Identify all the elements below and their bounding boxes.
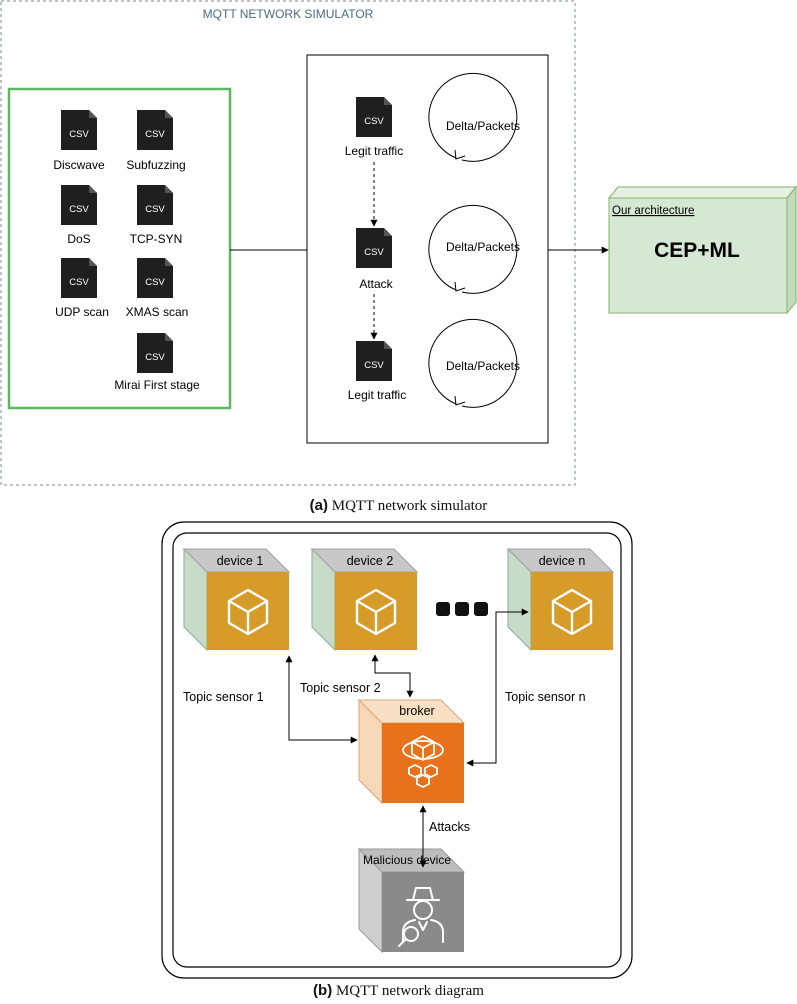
csv-icon-mirai: CSV: [137, 333, 173, 373]
dataset-label-subfuzzing: Subfuzzing: [126, 158, 185, 172]
sequence-label-attack: Attack: [359, 277, 393, 291]
csv-icon-text: CSV: [145, 277, 165, 288]
dataset-label-tcp-syn: TCP-SYN: [130, 232, 183, 246]
csv-icon-text: CSV: [145, 204, 165, 215]
loop-arrowhead: [454, 281, 466, 292]
architecture-label: CEP+ML: [654, 239, 740, 262]
csv-icon-text: CSV: [69, 204, 89, 215]
loop-label: Delta/Packets: [446, 119, 520, 133]
sequence-label-legit-1: Legit traffic: [345, 144, 403, 158]
dataset-label-discwave: Discwave: [53, 158, 105, 172]
csv-icon-text: CSV: [69, 277, 89, 288]
dataset-label-udp-scan: UDP scan: [55, 305, 109, 319]
dataset-box: [7, 87, 232, 410]
topic-sensor-1-label: Topic sensor 1: [183, 690, 264, 704]
caption-b: (b) MQTT network diagram: [0, 982, 797, 1000]
network-inner-frame: [172, 532, 622, 968]
csv-icon-subfuzzing: CSV: [137, 110, 173, 150]
caption-a-text: MQTT network simulator: [331, 498, 488, 514]
loop-label: Delta/Packets: [446, 240, 520, 254]
csv-icon-text: CSV: [145, 129, 165, 140]
device-1-node: device 1: [182, 547, 291, 652]
device-2-label: device 2: [347, 554, 394, 568]
more-devices-indicator: [436, 602, 488, 616]
device-1-label: device 1: [217, 554, 264, 568]
simulator-panel: MQTT NETWORK SIMULATOR CSV Discwave CSV …: [0, 0, 797, 486]
csv-icon-legit-1: CSV: [356, 97, 392, 137]
device-n-broker-link: [466, 608, 529, 767]
loop-circle: [428, 204, 518, 294]
csv-icon-text: CSV: [364, 247, 384, 258]
malicious-device-node: Malicious device: [357, 847, 466, 954]
csv-icon-text: CSV: [145, 352, 165, 363]
dataset-label-dos: DoS: [67, 232, 90, 246]
dataset-label-mirai: Mirai First stage: [114, 378, 200, 392]
caption-b-tag: (b): [313, 982, 333, 999]
broker-node: broker: [357, 698, 466, 805]
broker-label: broker: [399, 704, 434, 718]
loop-circle: [428, 318, 518, 408]
attacks-label: Attacks: [429, 820, 470, 834]
device-1-broker-link: [285, 655, 358, 744]
sequence-box: [306, 54, 549, 444]
device-n-label: device n: [539, 554, 586, 568]
device-2-node: device 2: [310, 547, 419, 652]
topic-sensor-2-label: Topic sensor 2: [300, 681, 381, 695]
simulator-frame: [0, 0, 576, 486]
loop-arrowhead: [454, 149, 466, 160]
dataset-label-xmas-scan: XMAS scan: [126, 305, 189, 319]
architecture-header: Our architecture: [612, 205, 694, 217]
caption-a: (a) MQTT network simulator: [0, 497, 797, 515]
csv-icon-attack: CSV: [356, 228, 392, 268]
loop-arrowhead: [454, 395, 466, 406]
network-panel: device 1 device 2 device n: [161, 521, 633, 979]
csv-icon-discwave: CSV: [61, 110, 97, 150]
architecture-box: Our architecture CEP+ML: [607, 185, 797, 315]
device-2-broker-link: [371, 654, 414, 698]
topic-sensor-n-label: Topic sensor n: [505, 690, 586, 704]
csv-icon-tcp-syn: CSV: [137, 185, 173, 225]
delta-loop-1: Delta/Packets: [428, 72, 520, 162]
csv-icon-text: CSV: [364, 360, 384, 371]
delta-loop-3: Delta/Packets: [428, 318, 520, 408]
delta-loop-2: Delta/Packets: [428, 204, 520, 294]
spy-icon: [398, 887, 444, 947]
csv-icon-xmas-scan: CSV: [137, 258, 173, 298]
sequence-label-legit-2: Legit traffic: [348, 388, 406, 402]
csv-icon-dos: CSV: [61, 185, 97, 225]
csv-icon-udp-scan: CSV: [61, 258, 97, 298]
csv-icon-text: CSV: [69, 129, 89, 140]
simulator-title: MQTT NETWORK SIMULATOR: [203, 7, 374, 21]
device-n-node: device n: [506, 547, 615, 652]
network-outer-frame: [161, 521, 633, 979]
caption-a-tag: (a): [309, 497, 329, 514]
csv-icon-text: CSV: [364, 116, 384, 127]
caption-b-text: MQTT network diagram: [335, 983, 484, 999]
loop-label: Delta/Packets: [446, 359, 520, 373]
loop-circle: [428, 72, 518, 162]
csv-icon-legit-2: CSV: [356, 341, 392, 381]
malicious-device-label: Malicious device: [363, 853, 451, 867]
